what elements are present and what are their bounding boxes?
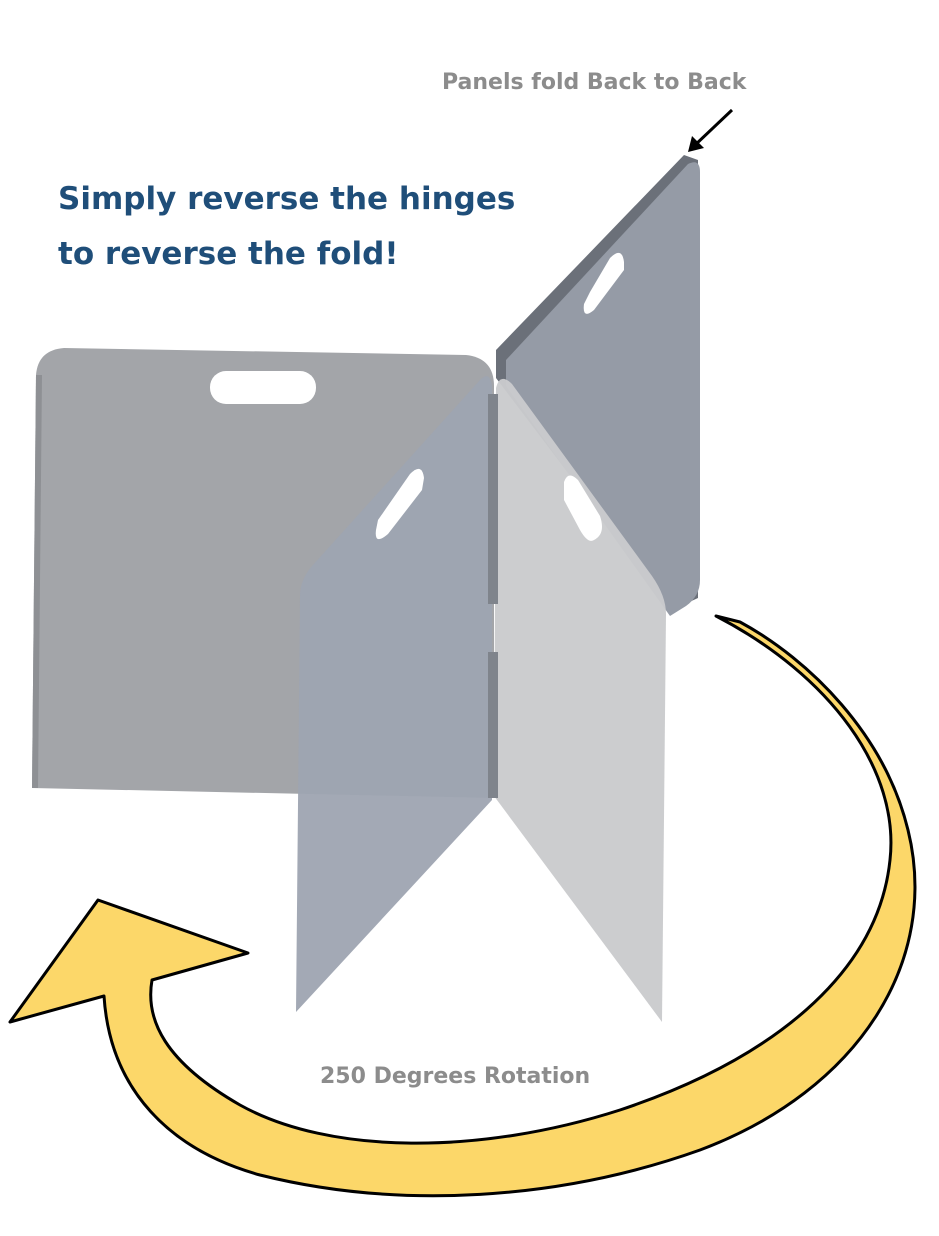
bottom-hinge [488,652,498,798]
curved-arrow-icon [8,614,917,1198]
front-left-panel [296,376,492,1013]
handle-hole [210,371,316,404]
top-hinge [488,394,498,604]
handle-hole [564,475,602,541]
arrow-pointer-head [688,136,704,152]
arrow-pointer-icon [692,108,734,148]
handle-hole [583,252,624,314]
back-right-panel [506,162,700,616]
callout-label: Panels fold Back to Back [442,70,747,95]
rotation-label: 250 Degrees Rotation [320,1064,591,1089]
left-panel-edge [32,375,42,788]
front-right-panel [494,378,666,1022]
headline-line-2: to reverse the fold! [58,236,399,272]
headline: Simply reverse the hinges to reverse the… [58,172,516,282]
handle-hole [375,468,424,540]
headline-line-1: Simply reverse the hinges [58,181,516,217]
